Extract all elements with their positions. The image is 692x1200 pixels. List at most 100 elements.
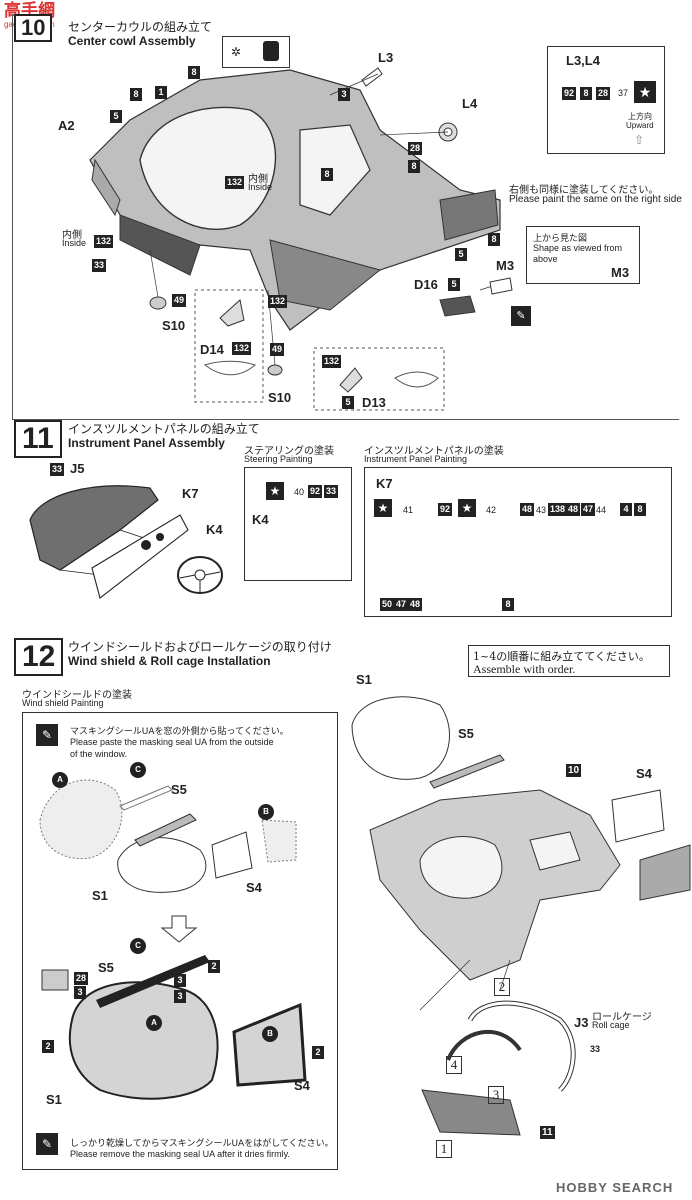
panel-color: 42 — [486, 505, 497, 515]
color-code: 132 — [225, 176, 245, 189]
color-code: 8 — [130, 88, 142, 101]
panel-paint-jp: インスツルメントパネルの塗装 — [364, 446, 504, 457]
part-label-s4-upper: S4 — [246, 880, 262, 895]
step12-number: 12 — [14, 638, 64, 676]
seal-b-label: B — [258, 804, 274, 820]
panel-color: 43 — [536, 505, 547, 515]
assemble-order-box: 1~4の順番に組み立ててください。 Assemble with order. — [468, 645, 670, 677]
inset-color: 92 — [562, 87, 577, 100]
order-jp: 1~4の順番に組み立ててください。 — [473, 650, 650, 663]
color-code: 1 — [155, 86, 167, 99]
color-code: 3 — [174, 974, 186, 987]
mask1-en-2: of the window. — [70, 749, 128, 759]
color-code: 28 — [74, 972, 89, 985]
windshield-paint-en: Wind shield Painting — [22, 698, 104, 708]
color-code: 49 — [172, 294, 187, 307]
part-label-s1-lower: S1 — [46, 1092, 62, 1107]
color-code: 5 — [448, 278, 460, 291]
part-label-j3: J3 — [574, 1015, 589, 1030]
color-code: 2 — [42, 1040, 54, 1053]
panel-color: 44 — [596, 505, 607, 515]
inset-title: L3,L4 — [566, 53, 600, 68]
panel-paint-en: Instrument Panel Painting — [364, 454, 468, 464]
part-label-s5-upper: S5 — [171, 782, 187, 797]
panel-color: 48 — [566, 503, 581, 516]
step10-tool-box: ✲ — [222, 36, 290, 68]
star-icon: ★ — [634, 81, 656, 103]
upward-jp: 上方向 — [628, 112, 652, 121]
part-label-d13: D13 — [362, 395, 386, 410]
l3-l4-inset: L3,L4 92 8 28 37 ★ 上方向 Upward ⇧ — [547, 46, 665, 154]
steering-color: 92 — [308, 485, 323, 498]
color-code: 132 — [322, 355, 342, 368]
part-label-s10-right: S10 — [268, 390, 292, 405]
panel-color: 92 — [438, 503, 453, 516]
panel-color: 8 — [502, 598, 514, 611]
order-en: Assemble with order. — [473, 662, 576, 676]
star-icon: ★ — [374, 499, 392, 517]
part-label-s1-upper: S1 — [92, 888, 108, 903]
inside-label-jp: 内側 — [248, 174, 268, 185]
panel-color: 47 — [581, 503, 596, 516]
windshield-paint-jp: ウインドシールドの塗装 — [22, 690, 132, 701]
part-label-s4-lower: S4 — [294, 1078, 310, 1093]
part-label-s5-right: S5 — [458, 726, 474, 741]
panel-color: 48 — [408, 598, 423, 611]
part-label-k7: K7 — [182, 486, 199, 501]
part-label-j5: J5 — [70, 461, 85, 476]
roll-cage-jp: ロールケージ — [592, 1012, 652, 1023]
inside-label-jp-left: 内側 — [62, 230, 82, 241]
step11-title-en: Instrument Panel Assembly — [68, 436, 225, 450]
star-icon: ★ — [266, 482, 284, 500]
mask1-jp: マスキングシールUAを窓の外側から貼ってください。 — [70, 727, 289, 737]
part-label-s5-lower: S5 — [98, 960, 114, 975]
brand-watermark: HOBBY SEARCH — [556, 1180, 674, 1195]
glue-icon — [263, 41, 279, 61]
masking-icon: ✎ — [36, 724, 58, 746]
color-code: 2 — [312, 1046, 324, 1059]
seal-c-lower: C — [130, 938, 146, 954]
part-label-a2: A2 — [58, 118, 75, 133]
color-code-33: 33 — [590, 1044, 601, 1054]
step10-title-jp: センターカウルの組み立て — [68, 20, 213, 34]
color-code: 33 — [92, 259, 107, 272]
inside-label-en-left: Inside — [62, 238, 87, 248]
part-label-k4-box: K4 — [252, 512, 269, 527]
color-code: 3 — [174, 990, 186, 1003]
panel-color: 4 — [620, 503, 632, 516]
inset-color-37: 37 — [618, 88, 629, 98]
mask1-en-1: Please paste the masking seal UA from th… — [70, 737, 274, 747]
steering-color: 40 — [294, 487, 305, 497]
part-label-l3: L3 — [378, 50, 394, 65]
color-code: 5 — [455, 248, 467, 261]
color-code: 49 — [270, 343, 285, 356]
color-code: 2 — [208, 960, 220, 973]
steering-color: 33 — [324, 485, 339, 498]
mask2-en: Please remove the masking seal UA after … — [70, 1149, 290, 1159]
color-code: 132 — [232, 342, 252, 355]
step10-title-en: Center cowl Assembly — [68, 34, 196, 48]
part-label-k4: K4 — [206, 522, 223, 537]
color-code: 3 — [74, 986, 86, 999]
color-code: 28 — [408, 142, 423, 155]
seal-c-label: C — [130, 762, 146, 778]
inset-color: 28 — [596, 87, 611, 100]
roll-cage-en: Roll cage — [592, 1020, 630, 1030]
part-label-d14: D14 — [200, 342, 224, 357]
color-code: 8 — [488, 233, 500, 246]
part-label-d16: D16 — [414, 277, 438, 292]
step10-number: 10 — [14, 14, 53, 42]
star-icon: ★ — [458, 499, 476, 517]
paint-right-note-en: Please paint the same on the right side — [509, 194, 682, 205]
color-code: 8 — [188, 66, 200, 79]
part-label-k7-box: K7 — [376, 476, 393, 491]
order-mark-4: 4 — [446, 1056, 462, 1074]
seal-a-lower: A — [146, 1015, 162, 1031]
part-label-s1-right: S1 — [356, 672, 372, 687]
masking-icon: ✎ — [36, 1133, 58, 1155]
inside-label-en: Inside — [248, 182, 273, 192]
color-code-10: 10 — [566, 764, 582, 777]
color-code: 132 — [94, 235, 114, 248]
